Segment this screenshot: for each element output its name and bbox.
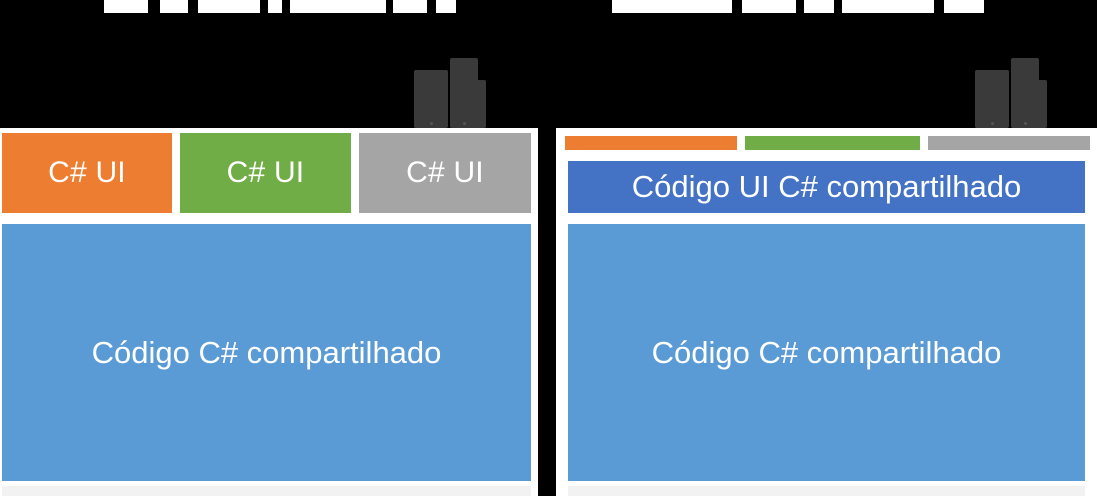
phone-screen bbox=[1035, 83, 1047, 122]
tablet-home-button bbox=[990, 122, 994, 125]
left-panel-bottom-rail bbox=[2, 486, 531, 496]
ui-tile-label: C# UI bbox=[406, 156, 484, 189]
right-panel-bottom-rail bbox=[568, 486, 1085, 496]
panel-divider bbox=[538, 128, 556, 496]
top-black-band bbox=[0, 0, 1097, 128]
cropped-heading-tick bbox=[160, 0, 188, 13]
cropped-heading-tick bbox=[198, 0, 260, 13]
tablet-home-button bbox=[429, 122, 433, 125]
tablet-icon bbox=[414, 70, 448, 128]
platform-strip-ios[interactable] bbox=[565, 136, 737, 150]
shared-code-label: Código C# compartilhado bbox=[651, 334, 1002, 370]
cropped-heading-tick bbox=[612, 0, 732, 13]
shared-ui-label: Código UI C# compartilhado bbox=[631, 169, 1022, 204]
tablet-screen bbox=[977, 74, 1007, 120]
ui-tile-ios[interactable]: C# UI bbox=[2, 133, 172, 213]
cropped-heading-tick bbox=[804, 0, 834, 13]
cropped-heading-tick bbox=[944, 0, 984, 13]
phone-icon bbox=[1035, 80, 1047, 128]
right-panel: Código UI C# compartilhado Código C# com… bbox=[556, 128, 1097, 496]
phone-icon bbox=[474, 80, 486, 128]
phone-screen bbox=[452, 63, 476, 119]
shared-code-label: Código C# compartilhado bbox=[91, 334, 442, 370]
tablet-icon bbox=[975, 70, 1009, 128]
left-panel: C# UI C# UI C# UI Código C# compartilhad… bbox=[0, 128, 538, 496]
tablet-screen bbox=[416, 74, 446, 120]
phone-home-button bbox=[462, 122, 466, 125]
cropped-heading-tick bbox=[290, 0, 386, 13]
shared-ui-code-bar[interactable]: Código UI C# compartilhado bbox=[568, 161, 1085, 213]
ui-tile-label: C# UI bbox=[48, 156, 126, 189]
shared-code-box-right[interactable]: Código C# compartilhado bbox=[568, 224, 1085, 481]
phone-icon bbox=[450, 58, 478, 128]
cropped-heading-tick bbox=[104, 0, 148, 13]
ui-tile-label: C# UI bbox=[226, 156, 305, 189]
phone-icon bbox=[1011, 58, 1039, 128]
right-device-icon-cluster bbox=[975, 58, 1047, 128]
cropped-heading-tick bbox=[842, 0, 934, 13]
phone-screen bbox=[474, 83, 486, 122]
phone-home-button bbox=[1023, 122, 1027, 125]
cropped-heading-tick bbox=[393, 0, 427, 13]
phone-screen bbox=[1013, 63, 1037, 119]
platform-strip-windows[interactable] bbox=[928, 136, 1090, 150]
platform-strip-android[interactable] bbox=[745, 136, 920, 150]
ui-tile-android[interactable]: C# UI bbox=[180, 133, 351, 213]
left-device-icon-cluster bbox=[414, 58, 486, 128]
cropped-heading-tick bbox=[436, 0, 456, 13]
cropped-heading-tick bbox=[268, 0, 282, 13]
cropped-heading-tick bbox=[742, 0, 796, 13]
shared-code-box-left[interactable]: Código C# compartilhado bbox=[2, 224, 531, 481]
ui-tile-windows[interactable]: C# UI bbox=[359, 133, 531, 213]
